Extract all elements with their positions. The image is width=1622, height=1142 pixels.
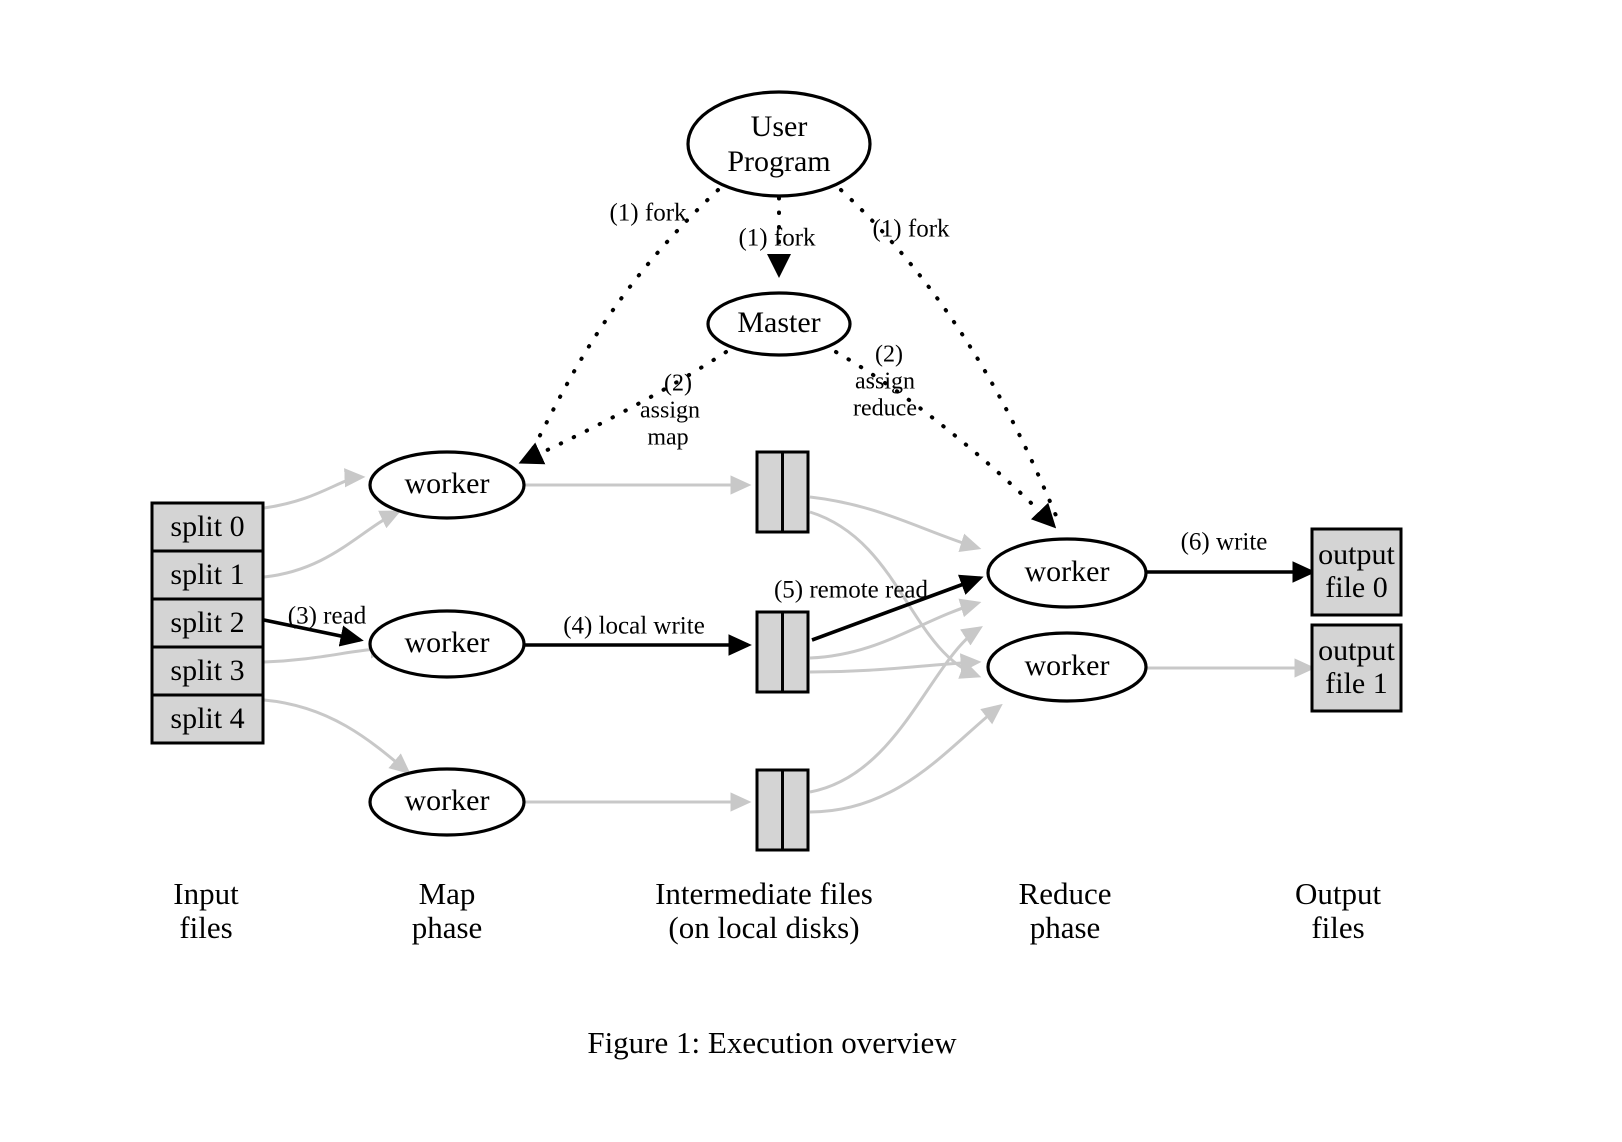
step-label-assign-map-line1: assign <box>640 398 700 424</box>
phase-labels-group: Input files Map phase Intermediate files… <box>173 876 1381 945</box>
split-label-1: split 1 <box>170 558 244 591</box>
edges-input-to-map <box>263 468 411 775</box>
user-program-line2: Program <box>727 145 830 178</box>
phase-label-input-line1: Input <box>173 876 239 911</box>
master-label: Master <box>737 306 820 339</box>
output-file-1-line2: file 1 <box>1325 667 1387 700</box>
reduce-worker-1[interactable]: worker <box>986 631 1148 703</box>
edge-interfile2-to-reduce2 <box>809 653 982 674</box>
intermediate-file-1[interactable] <box>755 610 810 694</box>
split-label-0: split 0 <box>170 510 244 543</box>
step-label-local-write: (4) local write <box>563 613 705 640</box>
phase-label-intermediate-line2: (on local disks) <box>668 910 859 945</box>
intermediate-file-2[interactable] <box>755 768 810 852</box>
reduce-worker-0[interactable]: worker <box>986 537 1148 609</box>
step-label-fork-right: (1) fork <box>872 216 950 243</box>
edges-map-to-intermediate <box>524 475 752 812</box>
edge-split2-read-to-worker2 <box>263 618 364 647</box>
edge-split3-to-worker2 <box>263 639 392 664</box>
edge-fork-left <box>525 188 720 462</box>
step-label-fork-center: (1) fork <box>738 225 816 252</box>
user-program-line1: User <box>751 110 808 143</box>
phase-label-input-line2: files <box>179 910 232 945</box>
intermediate-files-group <box>755 450 810 852</box>
map-worker-1-label: worker <box>405 626 490 659</box>
edge-split0-to-worker1 <box>263 468 366 510</box>
step-label-assign-reduce-line1: assign <box>855 369 915 395</box>
output-file-0-line1: output <box>1318 538 1395 571</box>
step-label-remote-read: (5) remote read <box>774 577 929 604</box>
output-file-0[interactable]: output file 0 <box>1310 527 1403 617</box>
input-files-group: split 0 split 1 split 2 split 3 split 4 <box>150 501 265 745</box>
split-box-2[interactable] <box>150 597 265 649</box>
edge-interfile3-to-reduce1 <box>809 626 983 794</box>
phase-label-reduce-line1: Reduce <box>1019 876 1112 911</box>
map-worker-2-label: worker <box>405 784 490 817</box>
step-label-read: (3) read <box>288 603 367 630</box>
map-worker-0[interactable]: worker <box>368 450 526 520</box>
edge-interfile2-remote-read-to-reduce1 <box>811 574 984 642</box>
map-worker-2[interactable]: worker <box>368 767 526 837</box>
intermediate-file-0[interactable] <box>755 450 810 534</box>
output-file-1-line1: output <box>1318 634 1395 667</box>
edge-interfile3-to-reduce2 <box>809 703 1003 814</box>
phase-label-output-line2: files <box>1311 910 1364 945</box>
split-label-3: split 3 <box>170 654 244 687</box>
phase-label-map-line2: phase <box>412 910 483 945</box>
edge-split1-to-worker1 <box>263 510 402 579</box>
reduce-worker-0-label: worker <box>1025 555 1110 588</box>
split-label-4: split 4 <box>170 702 244 735</box>
edge-interfile1-to-reduce1 <box>809 495 982 553</box>
step-label-write: (6) write <box>1181 529 1268 556</box>
edge-interfile2-to-reduce1 <box>809 598 982 660</box>
step-label-fork-left: (1) fork <box>609 200 687 227</box>
output-file-0-line2: file 0 <box>1325 571 1387 604</box>
master-node[interactable]: Master <box>706 291 852 357</box>
split-box-4[interactable] <box>150 693 265 745</box>
edges-intermediate-to-reduce <box>809 495 1003 814</box>
output-files-group: output file 0 output file 1 <box>1310 527 1403 713</box>
map-worker-0-label: worker <box>405 467 490 500</box>
edges-control-dotted <box>518 188 1059 529</box>
phase-label-intermediate-line1: Intermediate files <box>655 876 873 911</box>
phase-label-output-line1: Output <box>1295 876 1382 911</box>
figure-caption: Figure 1: Execution overview <box>587 1025 957 1060</box>
split-box-0[interactable] <box>150 501 265 553</box>
output-file-1[interactable]: output file 1 <box>1310 623 1403 713</box>
step-labels-group: (1) fork (1) fork (1) fork (2) assign ma… <box>288 200 1268 640</box>
split-label-2: split 2 <box>170 606 244 639</box>
reduce-worker-1-label: worker <box>1025 649 1110 682</box>
reduce-workers-group: worker worker <box>986 537 1148 703</box>
step-label-assign-reduce-num: (2) <box>875 342 903 368</box>
map-workers-group: worker worker worker <box>368 450 526 837</box>
user-program-node[interactable]: User Program <box>686 90 872 198</box>
edge-split4-to-worker3 <box>263 698 411 775</box>
phase-label-reduce-line2: phase <box>1030 910 1101 945</box>
map-worker-1[interactable]: worker <box>368 609 526 679</box>
edge-assign-map <box>518 350 728 465</box>
step-label-assign-map-line2: map <box>647 425 688 451</box>
step-label-assign-map-num: (2) <box>664 371 692 397</box>
step-label-assign-reduce-line2: reduce <box>853 396 917 422</box>
phase-label-map-line1: Map <box>419 876 476 911</box>
